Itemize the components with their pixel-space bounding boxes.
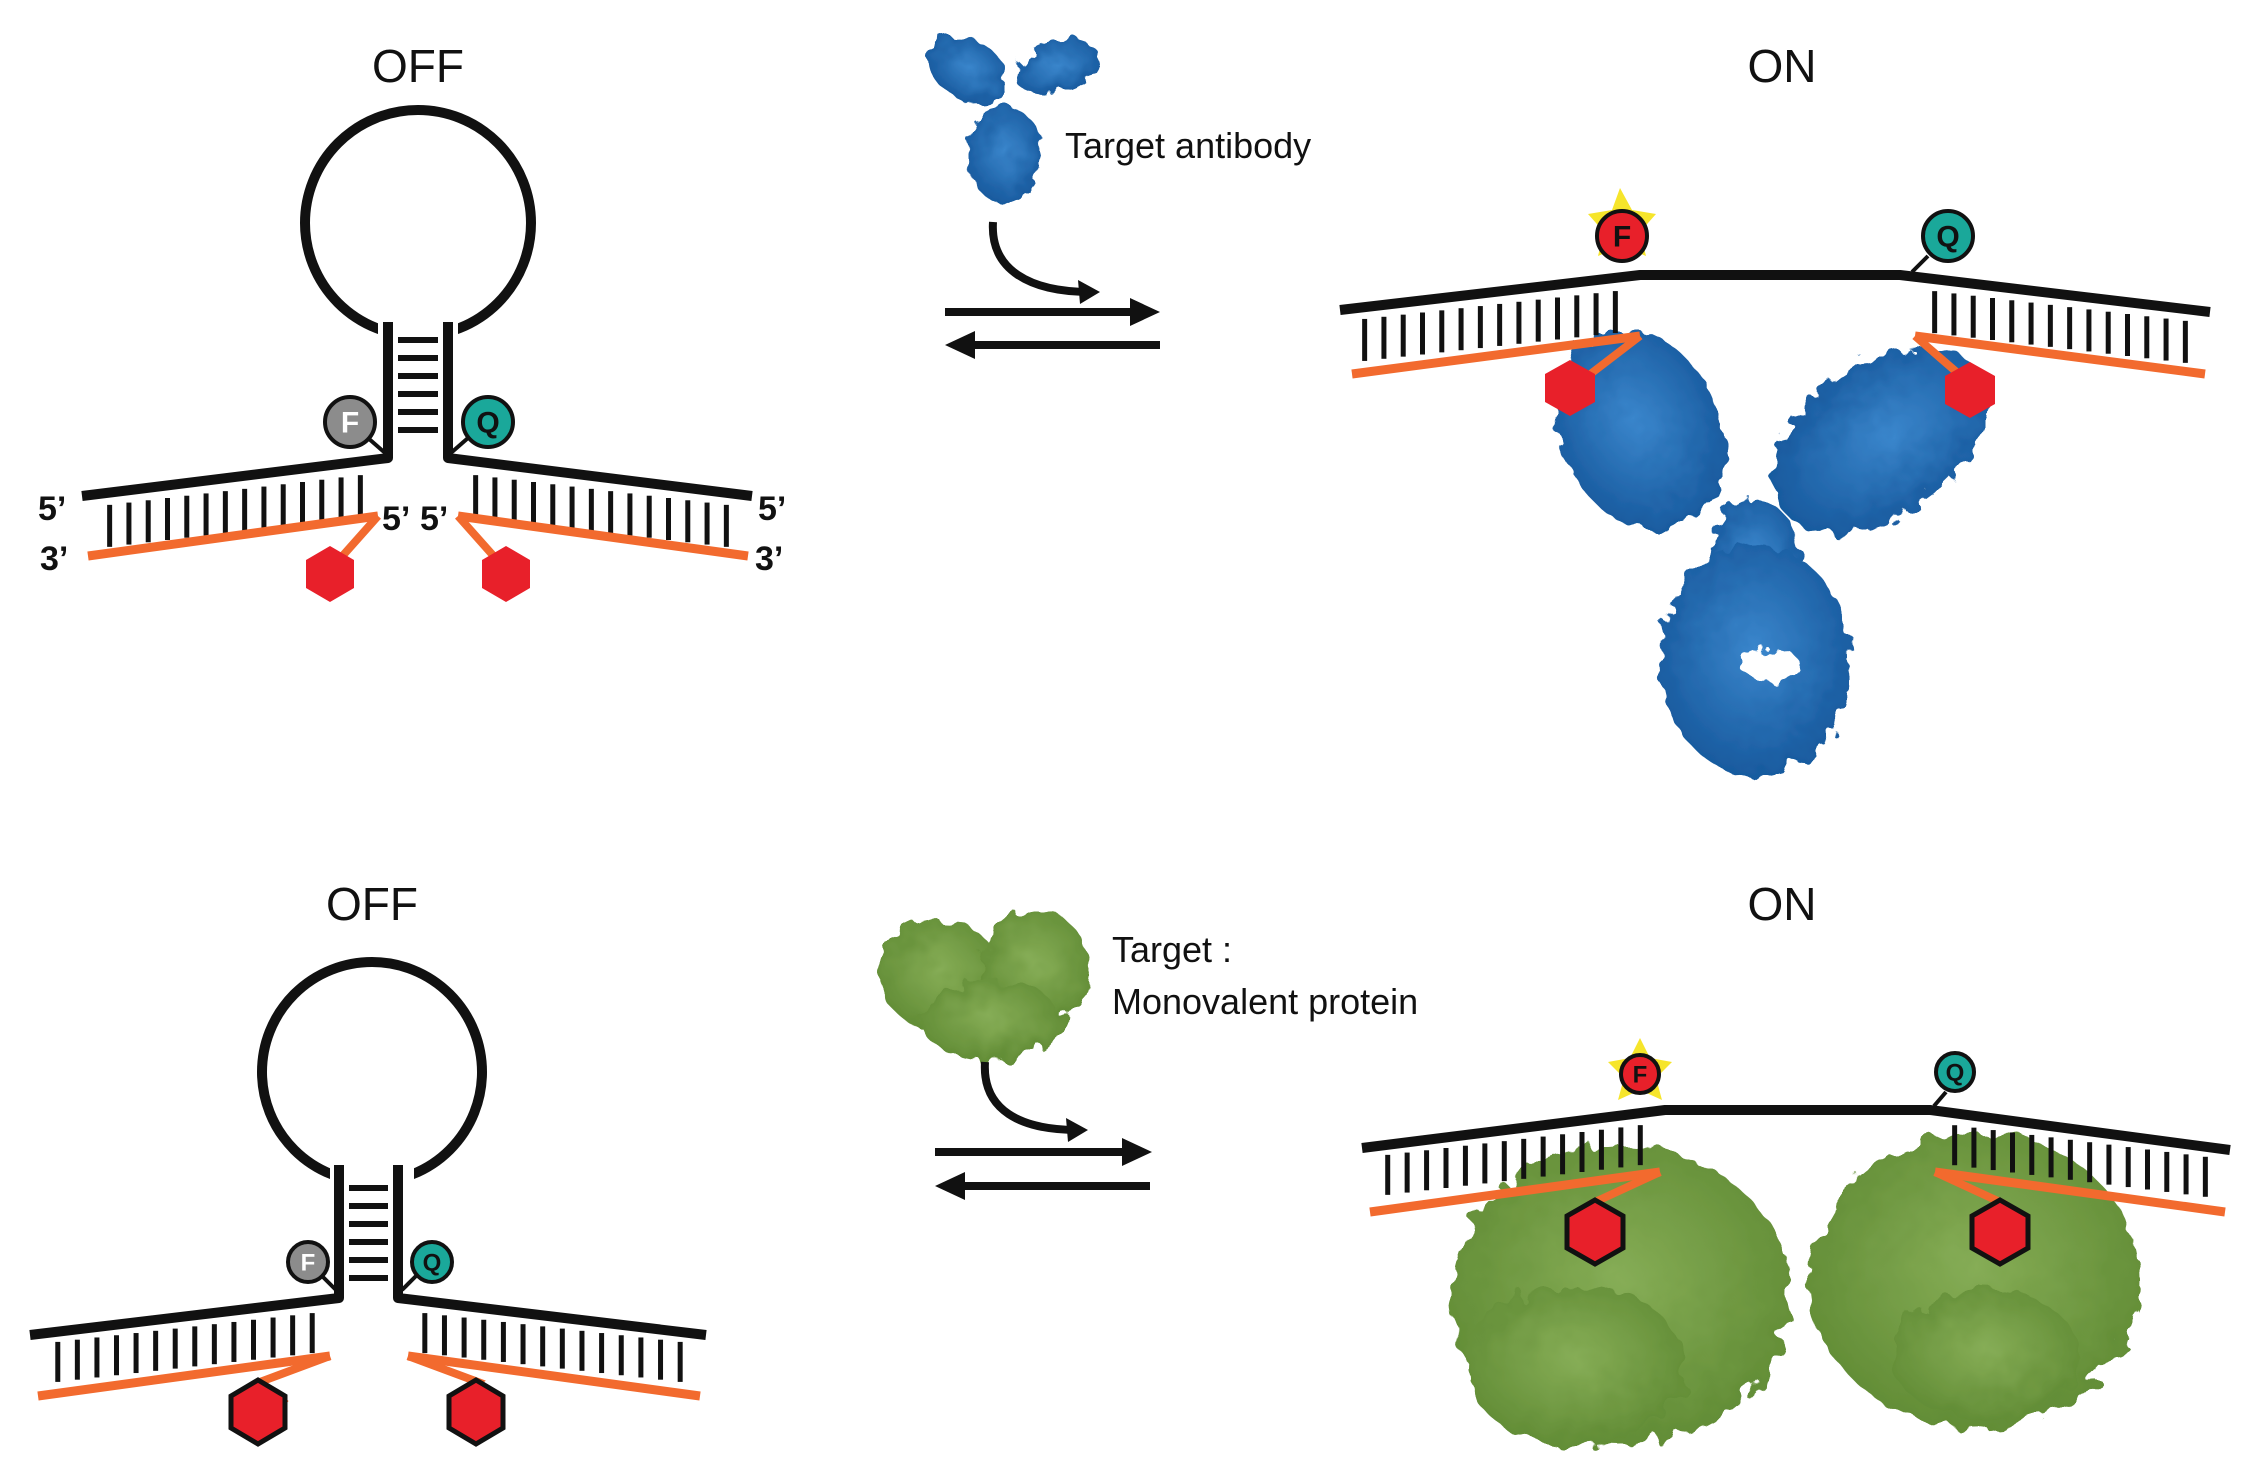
left-recognition-strand xyxy=(87,511,379,561)
recognition-element-hexagon xyxy=(1969,1197,2031,1267)
fluorophore-label: F xyxy=(1633,1062,1648,1089)
quencher xyxy=(410,1240,454,1284)
bound-antibody xyxy=(1554,329,1988,775)
recognition-element-hexagon xyxy=(306,546,354,602)
right-recognition-strand xyxy=(457,511,749,561)
top-equilibrium-arrows xyxy=(945,221,1160,359)
right-recognition-strand xyxy=(1914,331,2206,379)
right-strand xyxy=(443,322,753,501)
recognition-element-hexagon xyxy=(1545,360,1595,416)
left-recognition-strand xyxy=(37,1351,331,1401)
left-strand xyxy=(29,1165,344,1340)
bottom-on-label: ON xyxy=(1748,878,1817,930)
quencher xyxy=(1934,1051,1976,1093)
quencher-label: Q xyxy=(1946,1060,1965,1087)
bound-protein-left xyxy=(1450,1145,1790,1445)
quencher xyxy=(461,395,515,449)
right-strand xyxy=(393,1165,707,1340)
recognition-element-hexagon xyxy=(1945,362,1995,418)
top-on-switch: F Q xyxy=(1339,188,2211,775)
fluorophore-off xyxy=(323,395,377,449)
target-protein-label-line2: Monovalent protein xyxy=(1112,981,1418,1022)
fluorophore-on xyxy=(1595,209,1649,263)
recognition-element-hexagon xyxy=(228,1377,288,1447)
top-off-switch: F Q 5’ 3’ 5’ 5’ 5’ 3’ xyxy=(38,105,786,602)
left-duplex-base-pairs xyxy=(107,475,363,547)
stem-base-pairs xyxy=(398,337,438,433)
fluorophore-label: F xyxy=(1613,221,1631,254)
recognition-element-hexagon xyxy=(482,546,530,602)
left-recognition-strand xyxy=(1369,1167,1661,1217)
left-duplex-base-pairs xyxy=(1362,291,1618,361)
right-duplex-base-pairs xyxy=(1932,291,2188,363)
five-prime-inner-right: 5’ xyxy=(420,500,448,538)
opened-switch-strand xyxy=(1361,1105,2231,1155)
right-duplex-base-pairs xyxy=(422,1313,683,1382)
three-prime-right: 3’ xyxy=(755,540,783,578)
top-off-label: OFF xyxy=(372,40,464,92)
right-duplex-base-pairs xyxy=(1952,1125,2208,1197)
bottom-off-label: OFF xyxy=(326,878,418,930)
left-duplex-base-pairs xyxy=(55,1313,315,1382)
bound-protein-right xyxy=(1810,1132,2140,1428)
fluorophore-label: F xyxy=(341,407,359,440)
right-duplex-base-pairs xyxy=(473,475,729,547)
bottom-panel: OFF ON F Q xyxy=(29,878,2231,1447)
recognition-element-hexagon xyxy=(1564,1197,1626,1267)
fluorophore-label: F xyxy=(301,1250,316,1277)
stem-base-pairs xyxy=(349,1185,388,1281)
top-target-antibody xyxy=(928,36,1102,203)
top-panel: OFF ON F Q 5’ 3’ 5’ 5’ 5 xyxy=(38,36,2211,775)
five-prime-left: 5’ xyxy=(38,490,66,528)
opened-switch-strand xyxy=(1339,270,2211,317)
three-prime-left: 3’ xyxy=(40,540,68,578)
top-on-label: ON xyxy=(1748,40,1817,92)
bottom-equilibrium-arrows xyxy=(935,1061,1152,1200)
quencher-label: Q xyxy=(1936,221,1959,254)
left-recognition-strand xyxy=(1351,331,1641,379)
left-strand xyxy=(81,322,393,501)
right-recognition-strand xyxy=(1934,1167,2226,1217)
stem-loop-circle xyxy=(300,105,536,341)
recognition-element-hexagon xyxy=(446,1377,506,1447)
five-prime-inner-left: 5’ xyxy=(382,500,410,538)
fluorophore-on xyxy=(1619,1053,1661,1095)
target-antibody-label: Target antibody xyxy=(1065,125,1311,166)
quencher-label: Q xyxy=(423,1250,442,1277)
right-recognition-strand xyxy=(407,1351,701,1401)
left-duplex-base-pairs xyxy=(1385,1125,1643,1195)
quencher xyxy=(1921,209,1975,263)
bottom-target-protein xyxy=(880,910,1090,1060)
target-protein-label-line1: Target : xyxy=(1112,929,1232,970)
five-prime-right: 5’ xyxy=(758,490,786,528)
quencher-label: Q xyxy=(476,407,499,440)
fluorophore-off xyxy=(286,1240,330,1284)
bottom-off-switch: F Q xyxy=(29,957,707,1447)
bottom-on-switch: F Q xyxy=(1361,1038,2231,1445)
